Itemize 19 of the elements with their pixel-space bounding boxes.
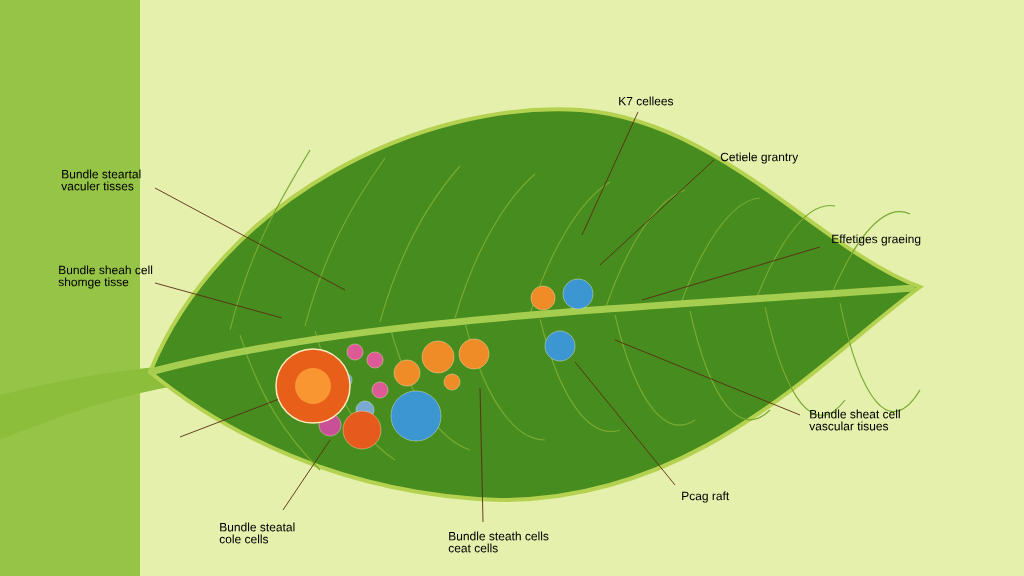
callout-label: Bundle steath cells ceat cells bbox=[448, 531, 549, 553]
callout-label: Bundle sheah cell shomge tisse bbox=[58, 265, 153, 289]
leader-line bbox=[282, 439, 331, 511]
leader-line bbox=[641, 246, 821, 301]
callout-label: Effetiges graeing bbox=[832, 234, 921, 246]
leader-line bbox=[154, 187, 346, 291]
leader-line bbox=[574, 361, 676, 486]
callout-label: K7 cellees bbox=[619, 96, 674, 106]
callout-label: Cetiele grantry bbox=[720, 152, 799, 164]
leader-line bbox=[614, 339, 801, 416]
leader-line bbox=[479, 387, 484, 523]
callout-label: Pcag raft bbox=[682, 491, 730, 503]
leader-line bbox=[599, 159, 715, 266]
callout-label: Bundle steartal vaculer tisses bbox=[61, 169, 141, 191]
leader-line bbox=[581, 111, 639, 236]
callout-label: Bundle sheat cell vascular tisues bbox=[809, 409, 900, 431]
leader-line bbox=[154, 282, 283, 319]
leader-line bbox=[179, 399, 279, 438]
callout-label: Bundle steatal cole cells bbox=[219, 522, 295, 544]
